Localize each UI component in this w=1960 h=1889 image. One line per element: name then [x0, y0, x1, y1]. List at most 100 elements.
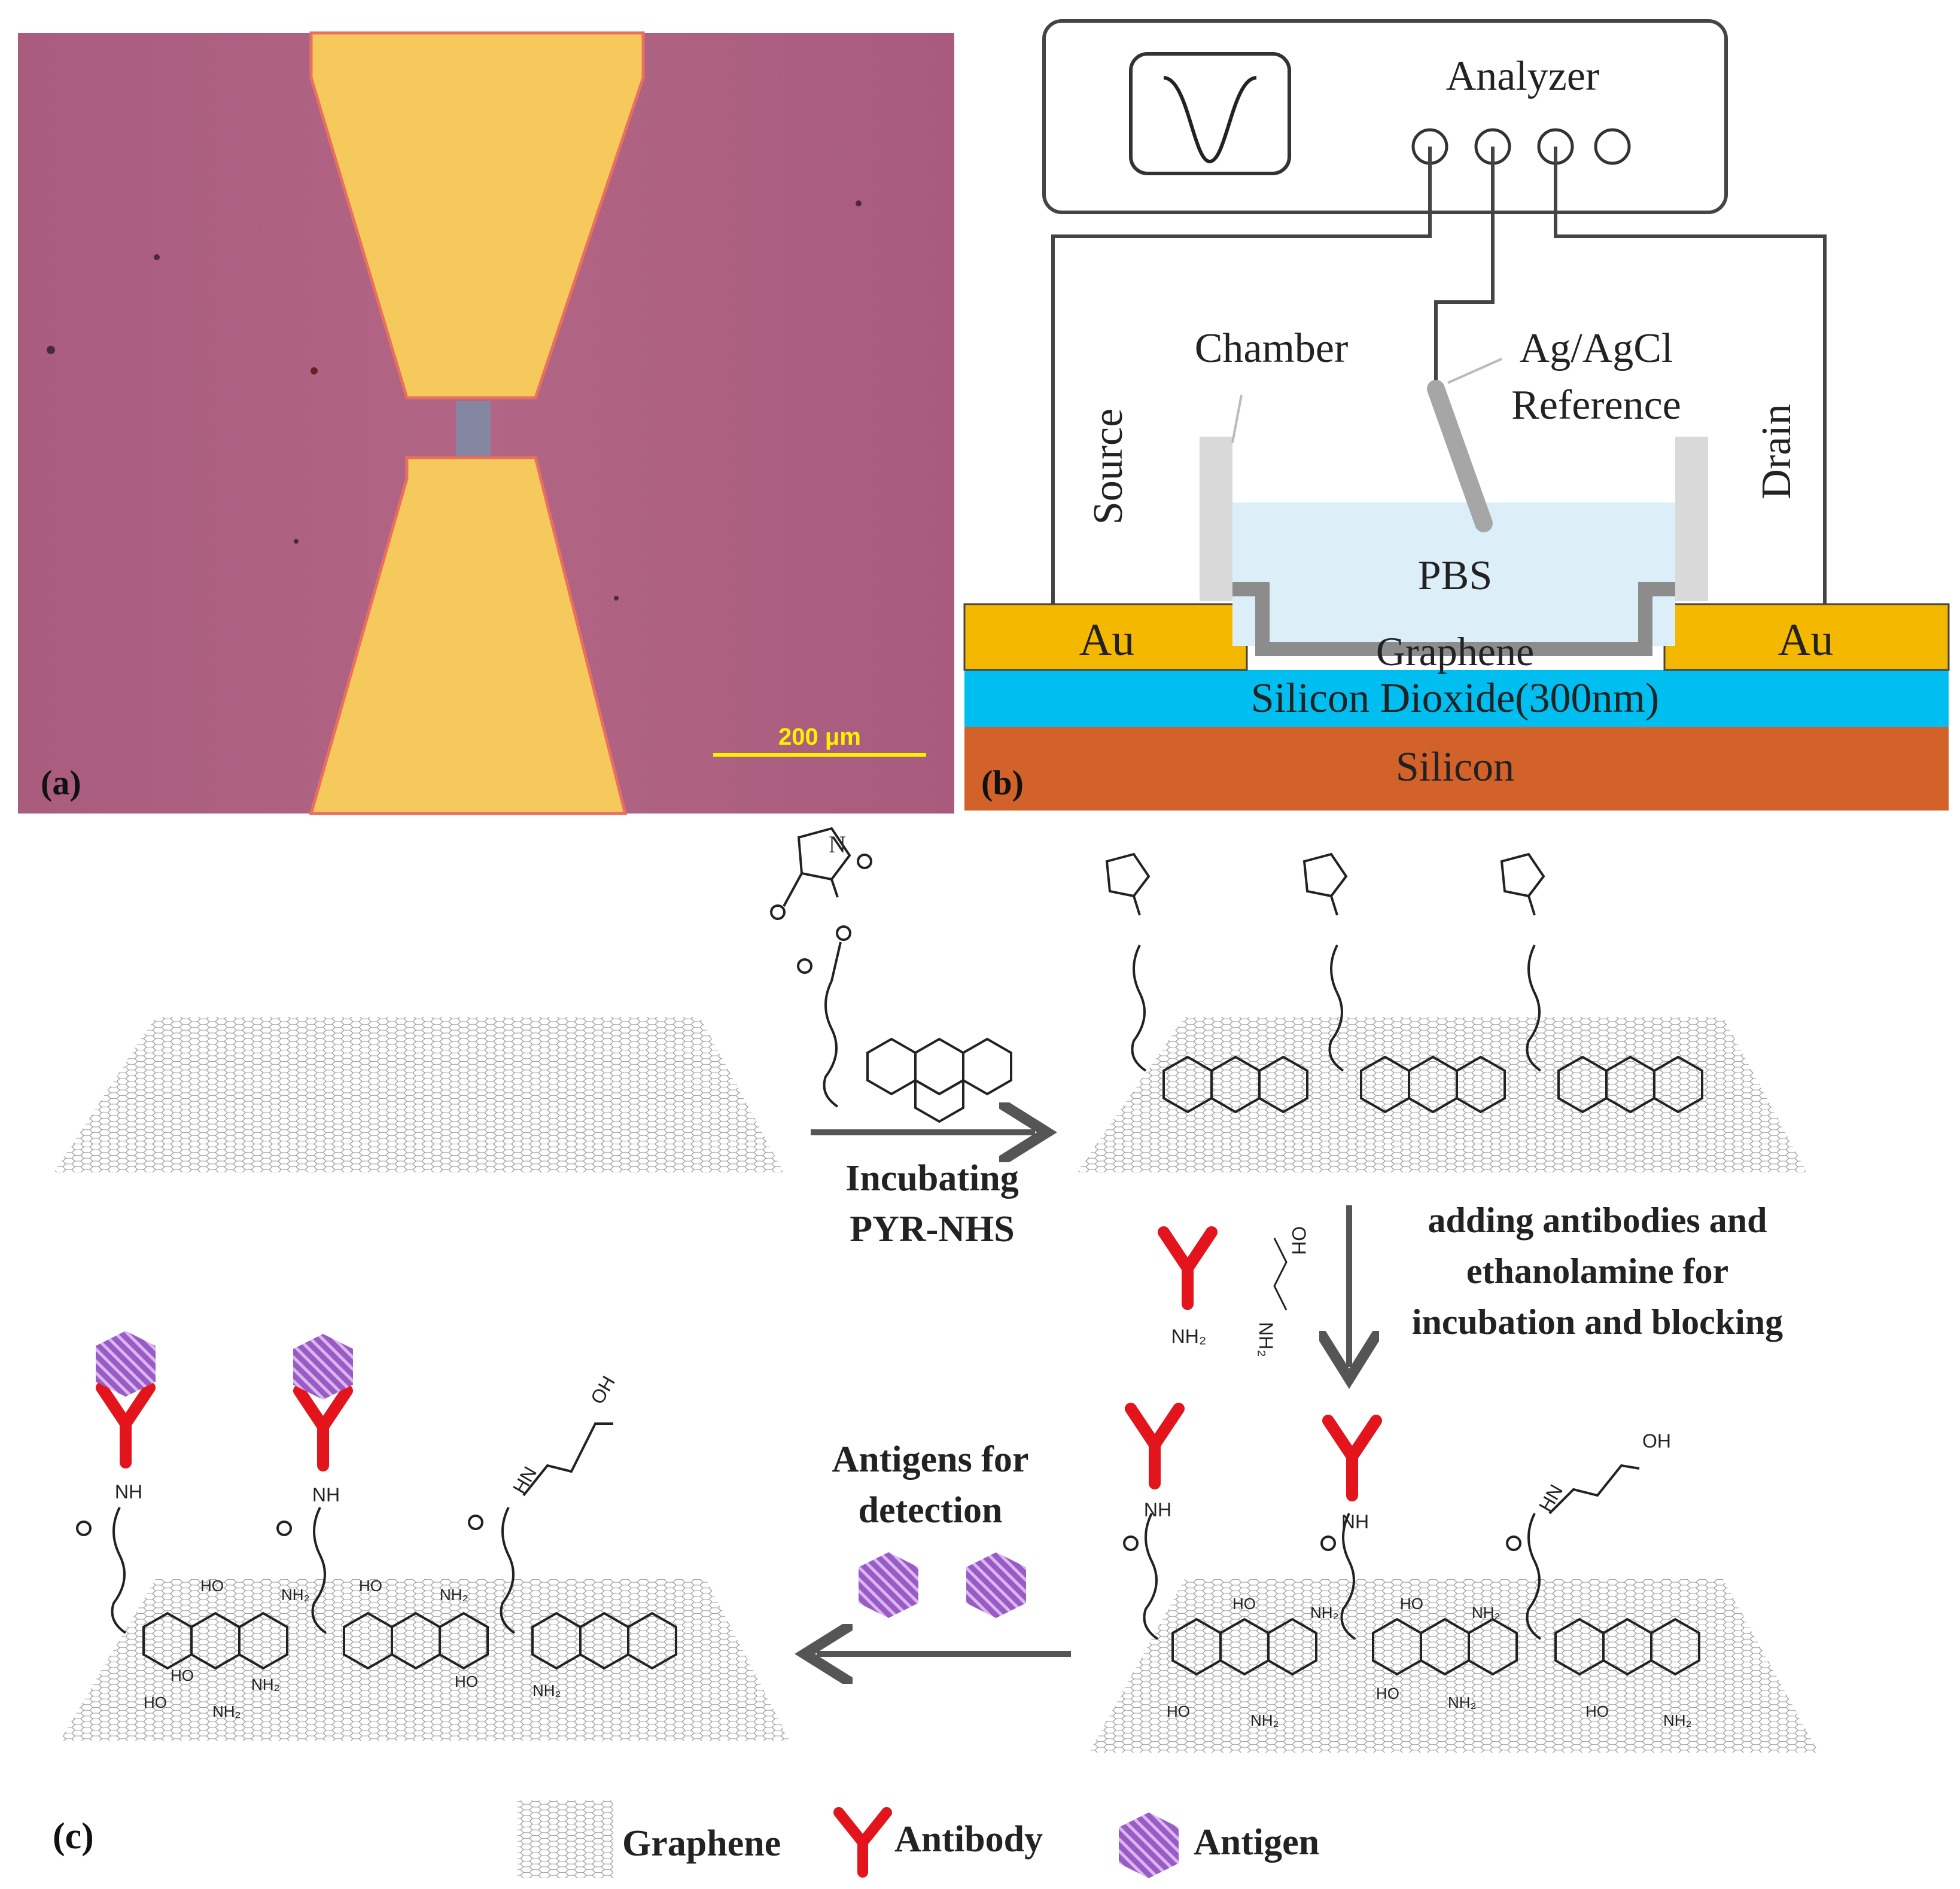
chamber-wall-right: [1675, 437, 1708, 601]
reference-label-line2: Reference: [1511, 382, 1681, 428]
reference-electrode: [1427, 380, 1493, 532]
panel-a-label: (a): [41, 763, 81, 802]
legend-graphene-swatch: [518, 1800, 613, 1878]
surface-nh2: NH₂: [532, 1681, 561, 1699]
dust-speck: [311, 367, 318, 374]
sio2-layer: [964, 670, 1949, 727]
blocker-hn-left: HN: [509, 1463, 541, 1497]
surface-nh2: NH₂: [440, 1586, 468, 1604]
dust-speck: [856, 200, 862, 206]
step2-label-line2: ethanolamine for: [1466, 1251, 1728, 1291]
panel-c-label: (c): [53, 1816, 94, 1857]
chamber-wall-left: [1200, 437, 1232, 601]
panel-b-label: (b): [981, 763, 1024, 802]
surface-ho: HO: [171, 1666, 194, 1684]
source-label: Source: [1085, 409, 1131, 525]
step1-label-line2: PYR-NHS: [850, 1209, 1015, 1250]
panel-c: N Incubating PYR-NHS: [53, 827, 1819, 1878]
blocker-oh-right: OH: [1642, 1430, 1671, 1452]
graphene-sheet-bare: [54, 1017, 784, 1172]
nitrogen-atom: N: [829, 831, 846, 858]
antibody-nh-left-1: NH: [115, 1481, 142, 1503]
pbs-label: PBS: [1418, 553, 1493, 599]
step3-label-line1: Antigens for: [832, 1439, 1029, 1480]
dust-speck: [47, 346, 55, 354]
dust-speck: [294, 539, 299, 544]
bottom-electrode-pad: [309, 456, 628, 815]
analyzer-label: Analyzer: [1446, 53, 1600, 99]
surface-nh2: NH₂: [1663, 1711, 1692, 1729]
surface-nh2: NH₂: [212, 1702, 241, 1720]
surface-nh2: NH₂: [1472, 1604, 1501, 1622]
surface-ho: HO: [1167, 1702, 1190, 1720]
surface-ho: HO: [1400, 1595, 1423, 1613]
legend-antigen-icon: [1119, 1812, 1179, 1878]
surface-nh2: NH₂: [251, 1675, 280, 1693]
ethanolamine-nh2: NH₂: [1255, 1322, 1277, 1357]
graphene-sheet: [1232, 582, 1675, 656]
legend-antibody-icon: [833, 1807, 892, 1878]
chamber-label: Chamber: [1195, 325, 1349, 371]
legend: Graphene Antibody Antigen: [518, 1800, 1319, 1878]
legend-antibody-label: Antibody: [894, 1819, 1043, 1860]
graphene-sheet-detection: [60, 1579, 790, 1741]
panel-b: Analyzer Chamber Ag/AgCl Reference Sourc…: [963, 19, 1950, 811]
surface-nh2: NH₂: [281, 1586, 310, 1604]
antibody-nh2: NH₂: [1171, 1326, 1207, 1347]
drain-label: Drain: [1754, 404, 1800, 499]
graphene-channel: [456, 401, 491, 456]
panel-a: 200 μm (a): [18, 31, 954, 815]
sio2-label: Silicon Dioxide(300nm): [1251, 675, 1659, 721]
au-left-label: Au: [1079, 615, 1135, 665]
surface-ho: HO: [1376, 1684, 1399, 1702]
surface-nh2: NH₂: [1448, 1693, 1477, 1711]
legend-antigen-label: Antigen: [1194, 1822, 1319, 1863]
terminal-4: [1594, 128, 1631, 165]
surface-nh2: NH₂: [1310, 1604, 1339, 1622]
antigen-free-1: [859, 1552, 918, 1618]
pyr-nhs-molecule: [770, 827, 1012, 1123]
step2-label-line3: incubation and blocking: [1412, 1302, 1783, 1342]
step1-label-line1: Incubating: [845, 1158, 1018, 1199]
antibodies-right: [1125, 1403, 1382, 1501]
blocker-oh-left: OH: [586, 1372, 619, 1408]
top-electrode-pad: [309, 31, 645, 400]
reference-wire: [1434, 147, 1495, 389]
antibody-linkers-left: [76, 1422, 677, 1670]
anchored-linkers: [1105, 852, 1703, 1114]
dust-speck: [154, 254, 160, 260]
antigen-bound-2: [293, 1334, 353, 1400]
surface-nh2: NH₂: [1250, 1711, 1279, 1729]
source-wire: [1051, 147, 1432, 607]
legend-graphene-label: Graphene: [622, 1823, 781, 1864]
au-right-label: Au: [1778, 615, 1834, 665]
waveform-icon: [1163, 76, 1257, 164]
surface-ho: HO: [1232, 1595, 1256, 1613]
antibody-nh-left-2: NH: [312, 1484, 340, 1506]
pbs-solution: [1232, 502, 1675, 646]
surface-ho: HO: [359, 1577, 382, 1595]
ethanolamine-oh: OH: [1288, 1226, 1310, 1255]
reference-label-line1: Ag/AgCl: [1520, 325, 1673, 371]
antibody-reagent: [1158, 1226, 1218, 1310]
silicon-layer: [964, 727, 1949, 811]
surface-ho: HO: [200, 1577, 224, 1595]
surface-ho: HO: [455, 1672, 478, 1690]
ethanolamine-chain: [1273, 1238, 1288, 1311]
oscilloscope-screen: [1129, 52, 1291, 175]
step2-label-line1: adding antibodies and: [1428, 1201, 1767, 1240]
antibodies-left: [96, 1382, 353, 1471]
graphene-label: Graphene: [1376, 629, 1534, 674]
antigen-bound-1: [96, 1331, 156, 1397]
step3-label-line2: detection: [858, 1490, 1002, 1531]
scale-bar-label: 200 μm: [778, 724, 861, 750]
reference-pointer: [1447, 358, 1502, 384]
blocker-hn-right: HN: [1535, 1480, 1567, 1515]
silicon-label: Silicon: [1396, 744, 1514, 790]
chamber-pointer: [1231, 394, 1243, 443]
surface-ho: HO: [1585, 1702, 1609, 1720]
graphene-sheet-functionalized: [1077, 1017, 1807, 1172]
surface-ho: HO: [144, 1693, 167, 1711]
drain-wire: [1554, 147, 1827, 607]
